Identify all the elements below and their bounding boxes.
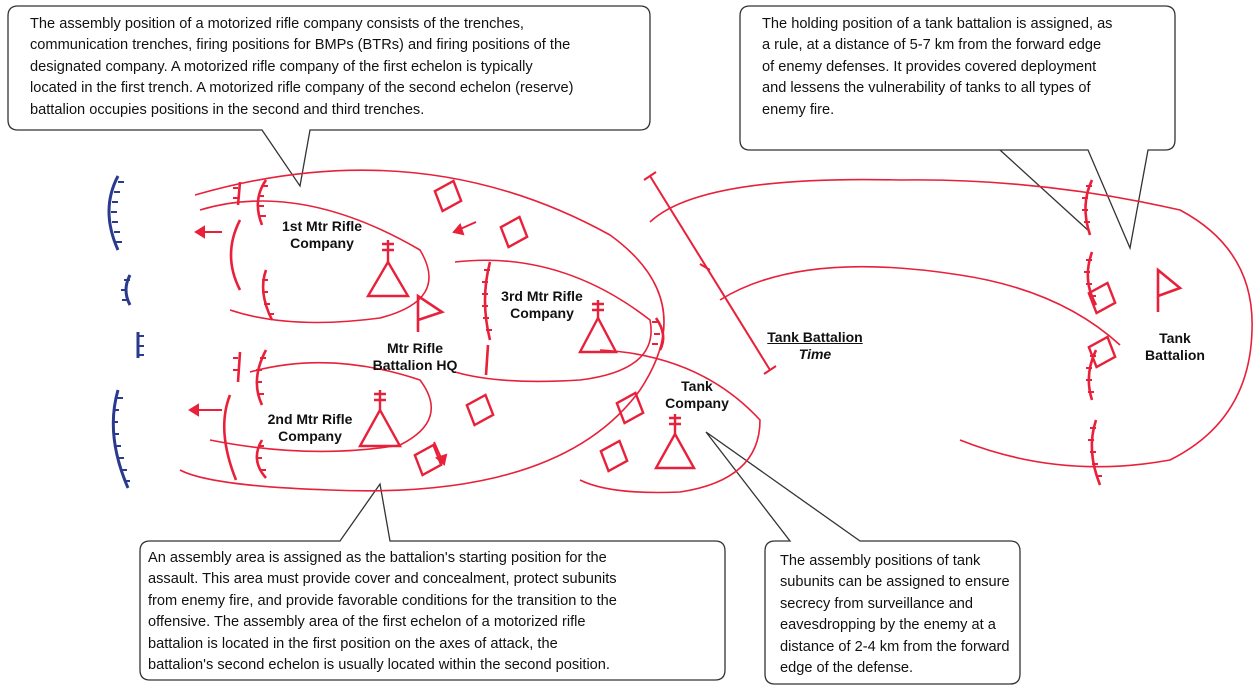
company-unit-symbols <box>357 240 697 470</box>
callout-tank-subunit-positions: The assembly positions of tank subunits … <box>780 553 1010 677</box>
bmp-firing-positions <box>408 174 1122 482</box>
label-3rd-mtr-rifle-company: 3rd Mtr Rifle Company <box>501 288 583 321</box>
label-1st-mtr-rifle-company: 1st Mtr Rifle Company <box>281 218 363 251</box>
enemy-forward-edge <box>107 175 144 489</box>
callout-assembly-area: An assembly area is assigned as the batt… <box>148 550 617 674</box>
battalion-assembly-area <box>179 169 1253 494</box>
label-tank-company: Tank Company <box>665 378 729 411</box>
movement-arrows <box>188 221 477 466</box>
callout-box-top-left <box>7 5 651 188</box>
callout-tank-battalion-holding: The holding position of a tank battalion… <box>762 16 1113 118</box>
hq-flags <box>416 267 1183 332</box>
friendly-trenches <box>222 179 1102 486</box>
label-tank-battalion-time: Tank Battalion Time <box>760 329 870 363</box>
callout-box-bottom-left <box>139 482 726 681</box>
label-tank-battalion-time-sub: Time <box>798 346 832 362</box>
label-2nd-mtr-rifle-company: 2nd Mtr Rifle Company <box>267 411 353 444</box>
label-tank-battalion: Tank Battalion <box>1145 330 1205 363</box>
callout-box-bottom-right <box>705 431 1021 685</box>
callout-assembly-position-company: The assembly position of a motorized rif… <box>30 16 574 118</box>
callout-box-top-right <box>739 5 1176 251</box>
tank-battalion-time-line <box>643 171 777 375</box>
label-mtr-rifle-battalion-hq: Mtr Rifle Battalion HQ <box>372 340 458 373</box>
label-tank-battalion-time-title: Tank Battalion <box>767 329 863 345</box>
